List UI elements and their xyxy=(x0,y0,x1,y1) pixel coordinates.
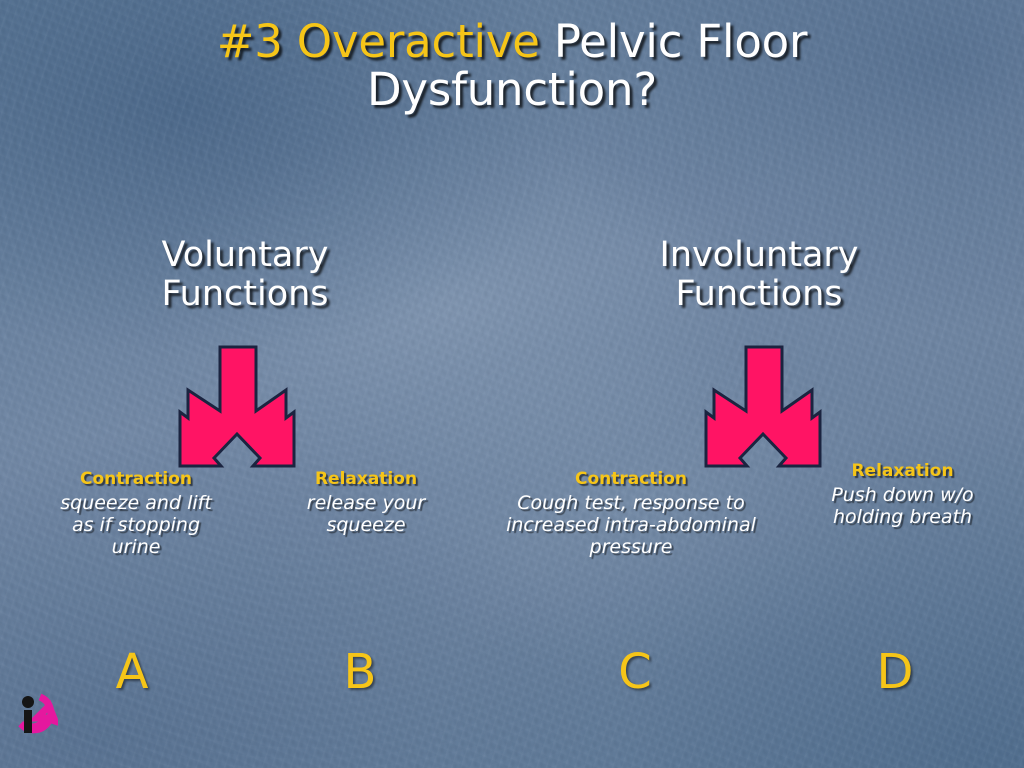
group-header-involuntary-line-2: Functions xyxy=(675,274,843,315)
item-d-description: Push down w/o holding breath xyxy=(831,483,974,528)
item-b-description: release your squeeze xyxy=(306,491,426,536)
title-highlight: #3 Overactive xyxy=(216,15,540,68)
letter-label-a: A xyxy=(115,644,149,700)
item-a: Contraction squeeze and lift as if stopp… xyxy=(55,469,217,558)
item-a-description: squeeze and lift as if stopping urine xyxy=(60,491,212,558)
item-b: Relaxation release your squeeze xyxy=(285,469,447,536)
item-b-heading: Relaxation xyxy=(314,469,418,489)
item-a-heading: Contraction xyxy=(79,469,193,489)
item-d-heading: Relaxation xyxy=(851,461,954,481)
letter-label-c: C xyxy=(618,644,652,700)
letter-label-d: D xyxy=(876,644,914,700)
group-header-voluntary-line-1: Voluntary xyxy=(161,235,329,275)
item-d: Relaxation Push down w/o holding breath xyxy=(820,461,985,528)
split-arrow-icon-voluntary xyxy=(178,345,296,468)
item-c: Contraction Cough test, response to incr… xyxy=(497,469,765,558)
institute-i-logo xyxy=(18,693,58,734)
letter-label-b: B xyxy=(343,644,377,700)
group-header-voluntary: Voluntary Functions xyxy=(60,235,430,315)
item-c-heading: Contraction xyxy=(574,469,688,489)
split-arrow-icon-involuntary xyxy=(704,345,822,468)
logo-i-stem xyxy=(24,710,32,733)
item-c-description: Cough test, response to increased intra-… xyxy=(506,491,756,558)
group-header-voluntary-line-2: Functions xyxy=(161,274,329,315)
logo-i-dot xyxy=(22,696,34,708)
page-title: #3 Overactive Pelvic Floor Dysfunction? xyxy=(60,15,964,117)
title-line-2: Dysfunction? xyxy=(366,63,658,117)
title-rest: Pelvic Floor xyxy=(539,15,808,68)
group-header-involuntary: Involuntary Functions xyxy=(570,235,948,315)
group-header-involuntary-line-1: Involuntary xyxy=(659,235,859,275)
